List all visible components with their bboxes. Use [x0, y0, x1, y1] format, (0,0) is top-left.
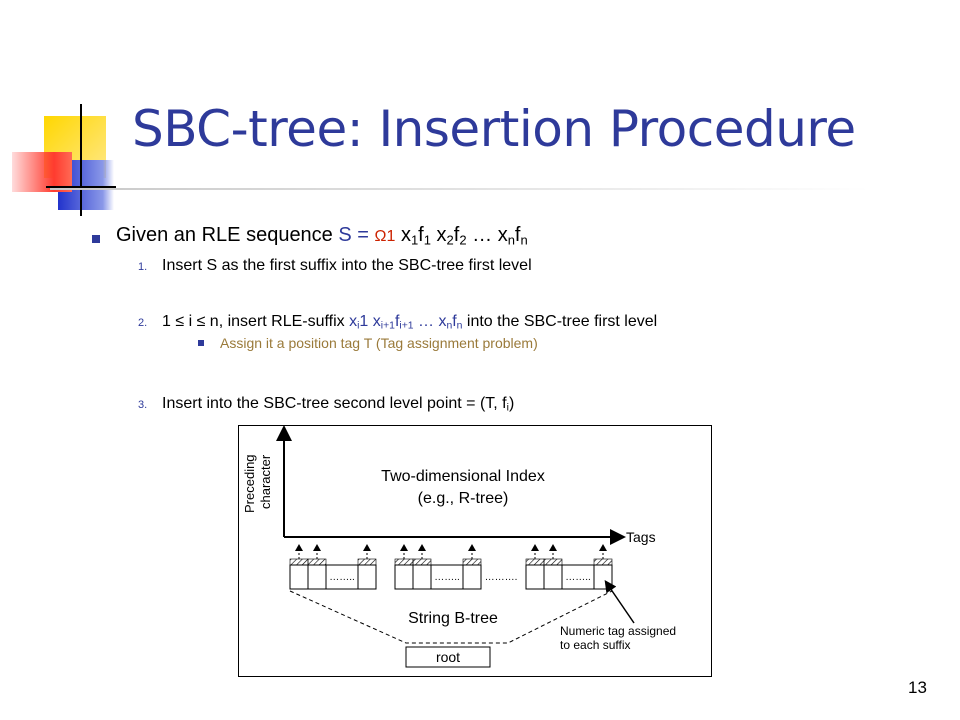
sub-bullet-marker: [198, 340, 204, 346]
xn-sub: n: [507, 232, 515, 248]
note-line-2: to each suffix: [560, 638, 631, 652]
root-label: root: [436, 649, 460, 665]
step-3-number: 3.: [138, 399, 148, 411]
btree-label: String B-tree: [408, 610, 498, 627]
step-1: 1. Insert S as the first suffix into the …: [138, 257, 532, 275]
leaf-group-1: ……..: [289, 558, 377, 590]
leaf-group-3: ……..: [525, 558, 613, 590]
xn-sub: n: [446, 320, 453, 332]
note-line-1: Numeric tag assigned: [560, 624, 676, 638]
title-underline: [50, 188, 870, 190]
fn-sub: n: [456, 320, 463, 332]
bullet-marker: [92, 235, 100, 243]
note-arrow: [604, 580, 635, 624]
y-axis-label-1: Preceding: [242, 454, 257, 513]
tag-assignment-note: Assign it a position tag T (Tag assignme…: [220, 335, 538, 351]
x2-sub: 2: [446, 232, 454, 248]
step-1-text: Insert S as the first suffix into the SB…: [162, 257, 532, 274]
xn: x: [497, 224, 508, 246]
step-1-number: 1.: [138, 261, 148, 273]
index-label: Two-dimensional Index: [381, 468, 545, 485]
step-3-lead: Insert into the SBC-tree second level po…: [162, 395, 507, 412]
svg-text:……..: ……..: [565, 572, 591, 583]
fi1: f: [394, 313, 400, 330]
y-axis-label-2: character: [258, 454, 273, 509]
slide-title: SBC-tree: Insertion Procedure: [132, 100, 856, 158]
x1-sub: 1: [410, 232, 419, 248]
f1: f: [418, 224, 424, 246]
step-2-tail: into the SBC-tree first level: [462, 313, 658, 330]
bullet-text: Given an RLE sequence S = Ω1 x1f1 x2f2 ……: [116, 224, 528, 247]
xi1-sub: i+1: [380, 320, 395, 332]
step-2-number: 2.: [138, 317, 148, 329]
xi-sub: i: [357, 320, 360, 332]
fn-sub: n: [520, 232, 528, 248]
leaf-group-2: ……..: [394, 558, 482, 590]
step-3-sub: i: [506, 402, 509, 414]
s-eq: S =: [338, 224, 375, 246]
root-box: [405, 646, 491, 668]
dots: …: [413, 313, 439, 330]
index-example: (e.g., R-tree): [418, 490, 509, 507]
xn: x: [438, 313, 447, 330]
page-number: 13: [908, 678, 927, 697]
tag-arrows: [298, 549, 604, 559]
step-2: 2.1 ≤ i ≤ n, insert RLE-suffix xi1 xi+1f…: [138, 313, 657, 331]
tag-arrowheads: [295, 544, 607, 551]
f2-sub: 2: [459, 232, 467, 248]
x2: x: [436, 224, 447, 246]
prefix: Given an RLE sequence: [116, 224, 339, 246]
decor-red-square: [12, 152, 72, 192]
step-3: 3. Insert into the SBC-tree second level …: [138, 395, 514, 413]
step-3-tail: ): [508, 395, 515, 412]
one: 1: [359, 313, 369, 330]
figure-frame: [238, 425, 712, 677]
xi: x: [349, 313, 358, 330]
xi1: x: [372, 313, 381, 330]
btree-outline: [289, 590, 613, 644]
f2: f: [453, 224, 460, 246]
step-2-lead: 1 ≤ i ≤ n, insert RLE-suffix: [162, 313, 350, 330]
svg-text:……..: ……..: [434, 572, 460, 583]
leaf-ellipsis: ……….: [485, 572, 518, 583]
x1: x: [400, 224, 411, 246]
sbc-tree-diagram: Preceding character Two-dimensional Inde…: [238, 425, 712, 677]
rle-suffix: xi1 xi+1fi+1 … xnfn: [349, 313, 463, 332]
dots: …: [466, 224, 498, 246]
decor-horizontal-line: [46, 186, 116, 188]
svg-text:……..: ……..: [329, 572, 355, 583]
omega-symbol: Ω1: [374, 228, 396, 245]
fn: f: [514, 224, 521, 246]
decor-vertical-line: [80, 104, 82, 216]
f1-sub: 1: [423, 232, 431, 248]
fn: f: [452, 313, 457, 330]
x-axis-label: Tags: [626, 529, 656, 545]
fi1-sub: i+1: [399, 320, 414, 332]
